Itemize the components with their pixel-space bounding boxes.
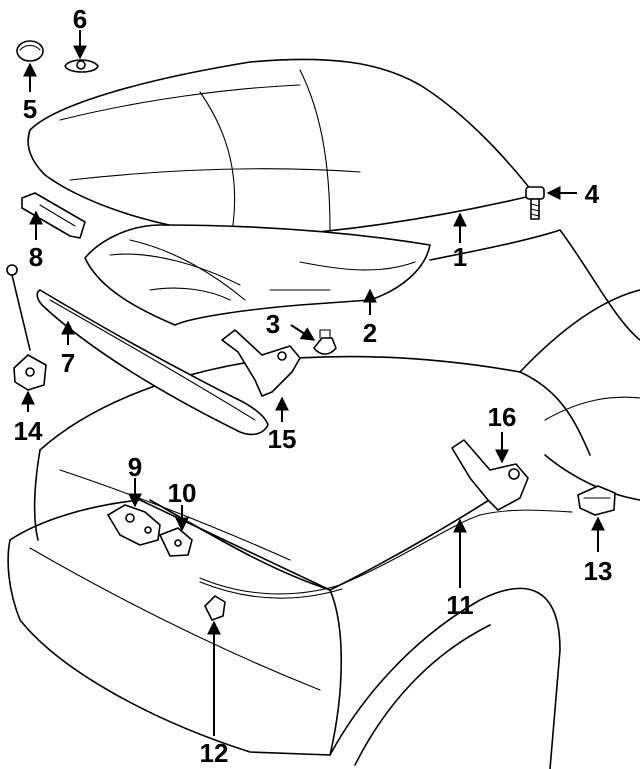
hood-hinge-right	[451, 439, 529, 511]
callout-12: 12	[200, 738, 229, 768]
callout-3: 3	[266, 309, 280, 339]
callout-11: 11	[446, 590, 474, 620]
hood-hinge-left	[221, 329, 301, 397]
hood-panel	[27, 58, 536, 237]
retainer-clip	[313, 329, 337, 355]
rubber-cap	[16, 40, 44, 62]
callout-16: 16	[488, 402, 517, 432]
hood-support-rod	[6, 264, 47, 391]
release-handle	[577, 485, 616, 516]
callout-1: 1	[453, 242, 467, 272]
callout-14: 14	[14, 416, 43, 446]
callout-6: 6	[73, 4, 87, 34]
callout-7: 7	[61, 348, 75, 378]
vehicle-front-body	[7, 229, 640, 769]
callout-8: 8	[29, 242, 43, 272]
cable-clip	[204, 595, 226, 621]
nut-clip	[64, 59, 99, 73]
latch-release	[159, 527, 193, 557]
hood-seal-strip	[36, 289, 269, 436]
leader-lines	[21, 30, 605, 736]
callout-5: 5	[23, 94, 37, 124]
callout-13: 13	[584, 556, 613, 586]
release-cable	[199, 509, 573, 599]
small-bracket	[21, 192, 86, 239]
callout-9: 9	[128, 452, 142, 482]
hood-latch	[107, 504, 161, 546]
callout-15: 15	[268, 424, 297, 454]
callout-10: 10	[168, 478, 197, 508]
callout-2: 2	[363, 318, 377, 348]
hood-inner-panel	[84, 224, 431, 326]
callout-4: 4	[585, 179, 600, 209]
bolt	[525, 186, 545, 220]
